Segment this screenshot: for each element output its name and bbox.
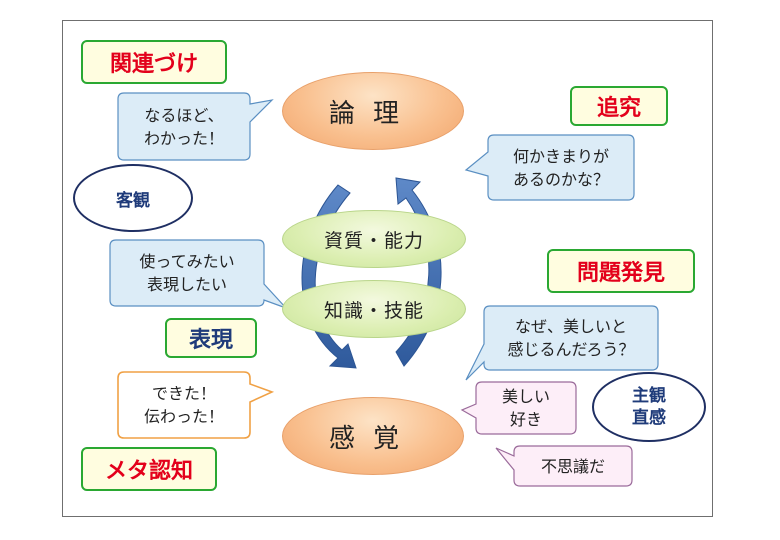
bubble-fushigi-shape <box>495 445 633 487</box>
bubble-nanika-shape <box>464 134 635 201</box>
node-chishiki-gino: 知識・技能 <box>282 280 466 338</box>
bubble-dekita: できた！ 伝わった！ <box>143 384 224 426</box>
oval-shukan-chokkan: 主観 直感 <box>592 372 706 442</box>
bubble-naze: なぜ、美しいと 感じるんだろう？ <box>507 317 635 359</box>
bubble-naruhodo-shape <box>117 92 274 161</box>
bubble-tsukatte: 使ってみたい 表現したい <box>139 252 235 294</box>
oval-kyakkan: 客観 <box>73 164 193 232</box>
tag-meta-ninchi: メタ認知 <box>81 447 217 491</box>
bubble-utsukushii-shape <box>460 381 577 435</box>
bubble-naze-shape <box>465 305 659 381</box>
node-shishitsu-noryoku: 資質・能力 <box>282 210 466 268</box>
node-kankaku: 感覚 <box>282 397 464 475</box>
bubble-nanika: 何かきまりが あるのかな？ <box>512 146 609 189</box>
tag-kanrenzuke: 関連づけ <box>81 40 227 84</box>
bubble-tsukatte-shape <box>109 239 287 309</box>
bubble-utsukushii: 美しい 好き <box>501 387 550 429</box>
node-ronri: 論理 <box>282 72 464 150</box>
bubble-fushigi: 不思議だ <box>540 456 605 476</box>
tag-mondai-hakken: 問題発見 <box>547 249 695 293</box>
tag-tsuikyu: 追究 <box>570 86 668 126</box>
bubble-dekita-shape <box>117 371 275 439</box>
bubble-naruhodo: なるほど、 わかった！ <box>143 105 224 148</box>
right-curved-arrow <box>395 177 442 367</box>
tag-hyogen: 表現 <box>165 318 257 358</box>
